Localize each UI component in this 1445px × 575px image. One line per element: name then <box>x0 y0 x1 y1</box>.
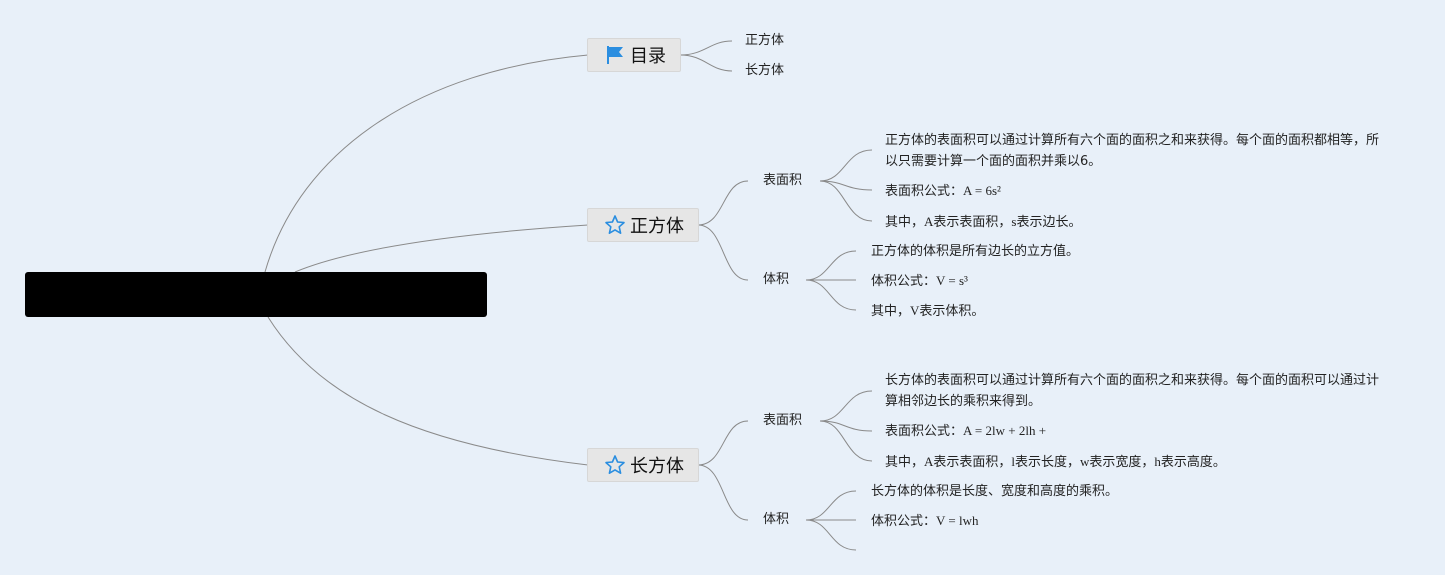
subtopic-surface-area[interactable]: 表面积 <box>763 413 803 428</box>
topic-cuboid[interactable]: 长方体 <box>587 448 699 482</box>
leaf-formula[interactable]: 表面积公式：A = 6s² <box>885 183 1001 198</box>
topic-label: 目录 <box>630 46 666 67</box>
star-icon <box>604 214 626 236</box>
leaf-text[interactable]: 正方体的表面积可以通过计算所有六个面的面积之和来获得。每个面的面积都相等，所以只… <box>885 133 1380 169</box>
subtopic-volume[interactable]: 体积 <box>763 512 790 527</box>
root-topic[interactable] <box>25 272 487 317</box>
subtopic-surface-area[interactable]: 表面积 <box>763 173 803 188</box>
leaf-formula[interactable]: 体积公式：V = s³ <box>871 273 968 288</box>
leaf-text[interactable]: 其中，V表示体积。 <box>871 303 985 318</box>
leaf-text[interactable]: 其中，A表示表面积，l表示长度，w表示宽度，h表示高度。 <box>885 454 1226 469</box>
topic-label: 正方体 <box>630 216 684 237</box>
leaf-formula[interactable]: 体积公式：V = lwh <box>871 513 979 528</box>
subtopic-volume[interactable]: 体积 <box>763 272 790 287</box>
leaf-text[interactable]: 长方体的表面积可以通过计算所有六个面的面积之和来获得。每个面的面积可以通过计算相… <box>885 373 1380 409</box>
topic-contents[interactable]: 目录 <box>587 38 681 72</box>
leaf-formula[interactable]: 表面积公式：A = 2lw + 2lh + <box>885 423 1047 438</box>
leaf-text[interactable]: 其中，A表示表面积，s表示边长。 <box>885 214 1082 229</box>
subtopic-cuboid[interactable]: 长方体 <box>745 63 785 78</box>
topic-label: 长方体 <box>630 456 684 477</box>
flag-icon <box>604 44 626 66</box>
leaf-text[interactable]: 正方体的体积是所有边长的立方值。 <box>871 244 1080 259</box>
star-icon <box>604 454 626 476</box>
leaf-text[interactable]: 长方体的体积是长度、宽度和高度的乘积。 <box>871 484 1119 499</box>
subtopic-cube[interactable]: 正方体 <box>745 33 785 48</box>
topic-cube[interactable]: 正方体 <box>587 208 699 242</box>
